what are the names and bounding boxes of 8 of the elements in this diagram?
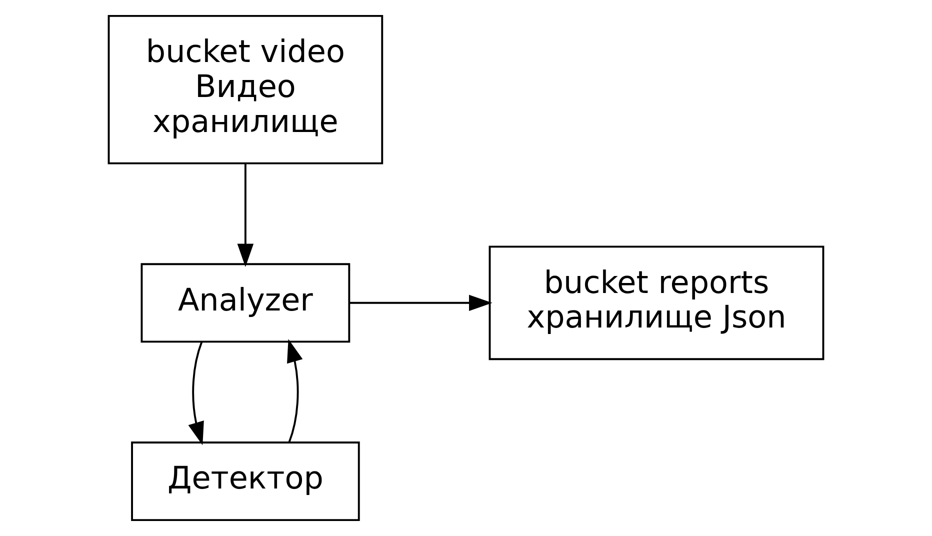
node-box: Детектор [131,442,360,522]
arrow [350,294,492,312]
arrow [237,164,254,268]
node-box: bucket reports хранилище Json [488,246,824,360]
node-box: bucket video Видео хранилище [108,14,384,164]
arrow [287,339,303,443]
node-box: Analyzer [140,263,350,343]
arrow [188,342,204,446]
